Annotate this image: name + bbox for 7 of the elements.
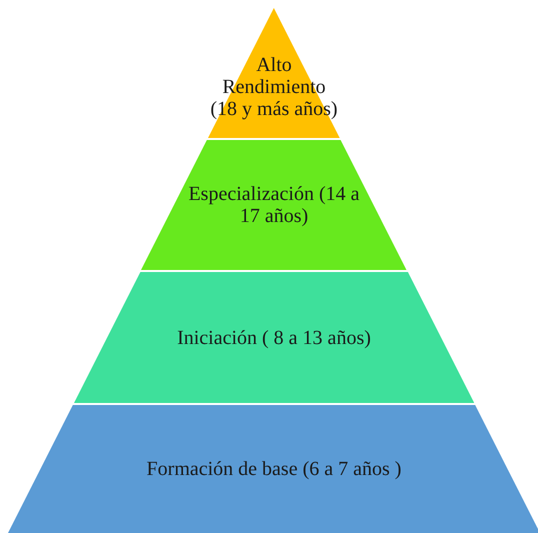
tier-label: Formación de base (6 a 7 años ) [146,458,402,480]
pyramid-tier [141,140,407,270]
tier-label: Especialización (14 a 17 años) [187,183,360,227]
pyramid-tier [74,272,474,403]
tier-label: Iniciación ( 8 a 13 años) [176,326,372,348]
pyramid-tier [8,405,538,533]
pyramid-tier [208,8,340,138]
